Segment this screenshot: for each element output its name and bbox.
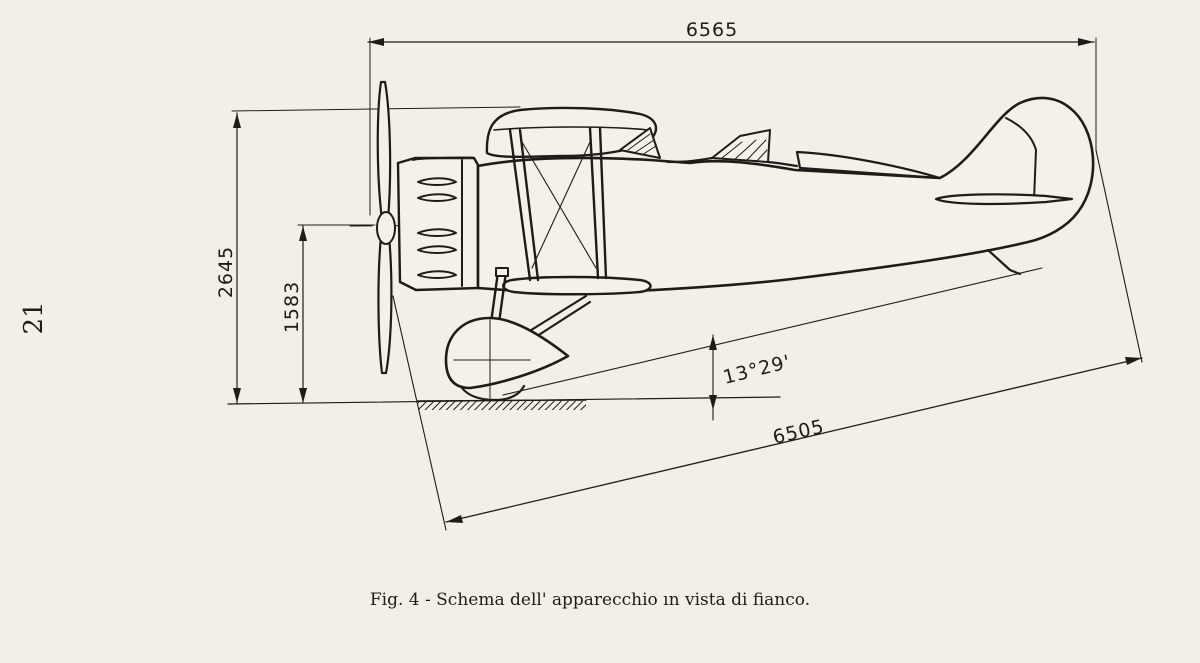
turtle-deck (795, 150, 942, 180)
windscreen-front (619, 127, 661, 159)
interplane-struts (508, 126, 608, 282)
figure-caption-text: Fig. 4 - Schema dell' apparecchio ın vis… (369, 590, 811, 610)
engine-cowling (396, 156, 480, 292)
page-number: 21 (19, 301, 49, 334)
ground-angle-label: 13°29' (721, 351, 793, 389)
figure-caption: Fig. 4 - Schema dell' apparecchio ın vis… (0, 590, 1200, 610)
tail-skid (986, 248, 1022, 276)
lower-wing (502, 275, 652, 296)
aircraft (376, 80, 1095, 402)
axis-height-label: 1583 (281, 281, 303, 333)
overall-length-label: 6565 (686, 19, 738, 41)
tailplane (934, 193, 1074, 206)
overall-height-label: 2645 (215, 246, 237, 298)
diagonal-label: 6505 (771, 416, 827, 449)
axis-height-dimension: 1583 (281, 224, 376, 404)
fuselage (476, 96, 1095, 296)
upper-wing (485, 106, 658, 159)
overall-height-dimension: 2645 (215, 106, 521, 404)
windscreen-rear (711, 129, 771, 163)
overall-length-dimension: 6565 (367, 19, 1097, 216)
landing-gear (444, 267, 592, 402)
propeller (376, 80, 396, 375)
